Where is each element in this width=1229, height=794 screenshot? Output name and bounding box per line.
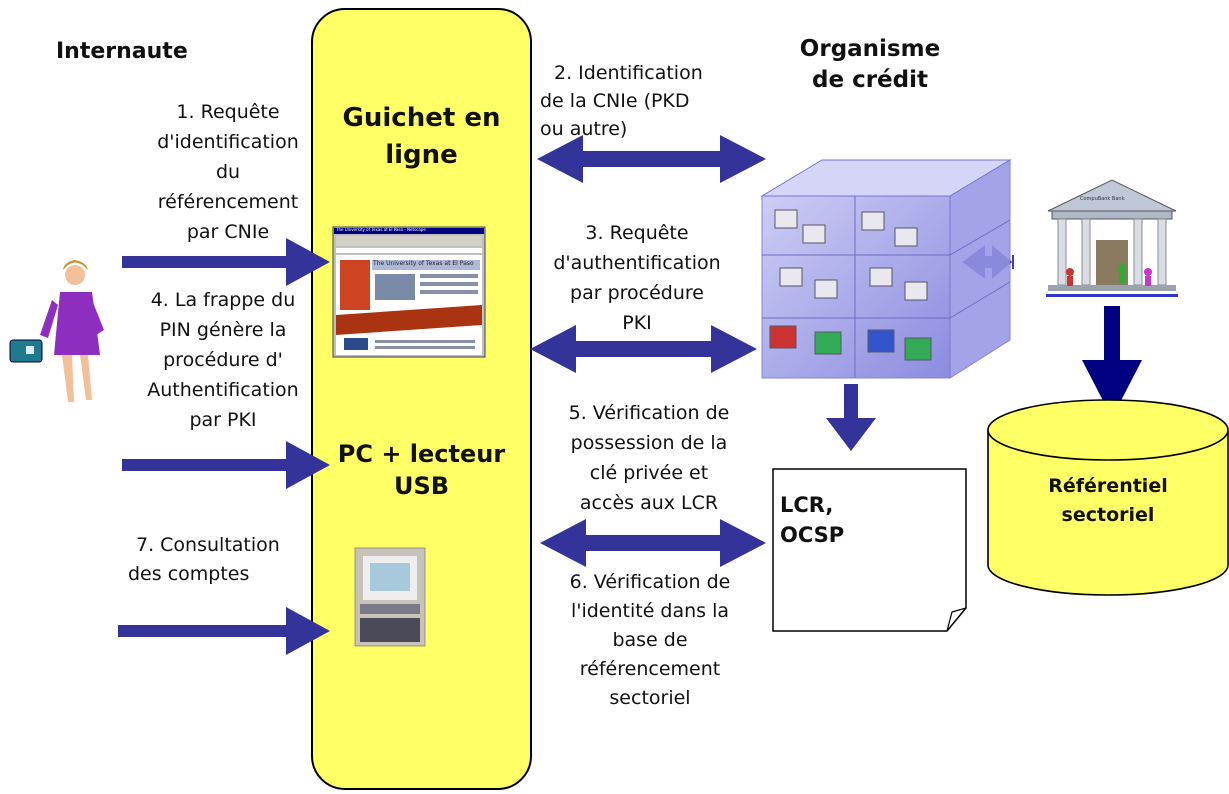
step4-line: Authentification [147,379,299,401]
browser-title: The University of Texas at El Paso - Net… [336,227,426,232]
step3-text: 3. Requête d'authentification par procéd… [542,218,732,338]
step1-line: du [215,161,241,183]
step3-line: 3. Requête [585,222,689,244]
step1-text: 1. Requête d'identification du référence… [140,97,316,247]
bank-sign: CompuBank Bank [1080,196,1125,202]
step4-line: PIN génère la [159,319,287,341]
step1-line: référencement [157,191,299,213]
lcr-line1: LCR, [780,493,834,517]
step6-line: sectoriel [609,687,691,709]
step5-line: 5. Vérification de [568,402,730,424]
double-arrow-step3 [530,325,757,373]
referentiel-cylinder [987,399,1229,596]
arrow-bank-to-referentiel [1082,306,1142,418]
step6-line: l'identité dans la [570,600,730,622]
step2-line: 2. Identification [554,62,703,84]
guichet-en-ligne-box [311,8,532,790]
lcr-document-icon [772,468,967,632]
arrow-cube-to-lcr [826,384,876,451]
lcr-line2: OCSP [780,523,845,547]
internaute-label: Internaute [56,39,188,64]
step6-line: base de [612,629,688,651]
referentiel-label: Référentiel sectoriel [1018,472,1198,530]
step6-text: 6. Vérification de l'identité dans la ba… [550,568,750,713]
step1-line: par CNIe [186,221,270,243]
organisme-line1: Organisme [799,36,941,62]
browser-screenshot [332,226,486,358]
step7-line: 7. Consultation [136,534,280,556]
step7-line: des comptes [128,563,250,585]
guichet-label: Guichet en ligne [313,100,530,174]
step5-line: possession de la [570,432,728,454]
step4-text: 4. La frappe du PIN génère la procédure … [128,285,318,435]
arrow-step7 [118,607,330,655]
step6-line: 6. Vérification de [569,571,731,593]
step3-line: par procédure [570,282,704,304]
step5-text: 5. Vérification de possession de la clé … [548,398,750,518]
user-person-icon [9,260,104,402]
referentiel-line2: sectoriel [1061,504,1155,526]
step5-line: accès aux LCR [579,492,719,514]
step5-line: clé privée et [589,462,709,484]
server-cube-icon [760,159,1012,379]
arrow-step4 [122,441,330,489]
bank-building-icon [1046,179,1178,297]
guichet-line2: ligne [385,140,458,170]
step4-line: procédure d' [163,349,283,371]
step4-line: par PKI [189,409,257,431]
double-arrow-step2 [537,135,766,183]
step1-line: d'identification [157,131,299,153]
referentiel-line1: Référentiel [1048,475,1168,497]
organisme-line2: de crédit [812,67,928,93]
guichet-line1: Guichet en [342,103,501,133]
browser-headline: The University of Texas at El Paso [373,260,474,267]
lcr-ocsp-label: LCR, OCSP [780,490,844,550]
double-arrow-step5-6 [540,519,766,567]
step3-line: d'authentification [553,252,721,274]
pc-lecteur-label: PC + lecteur USB [313,438,530,502]
step3-line: PKI [622,312,652,334]
step7-text: 7. Consultation des comptes [128,531,308,589]
organisme-label: Organisme de crédit [775,34,965,96]
step6-line: référencement [579,658,721,680]
pc-terminal-photo [354,547,426,647]
arrow-step1 [122,238,330,286]
step2-text: 2. Identification de la CNIe (PKD ou aut… [540,59,760,143]
pc-line2: USB [393,472,450,500]
step1-line: 1. Requête [176,101,280,123]
pc-line1: PC + lecteur [337,440,506,468]
step4-line: 4. La frappe du [150,289,296,311]
step2-line: de la CNIe (PKD [540,90,690,112]
step2-line: ou autre) [540,118,628,140]
